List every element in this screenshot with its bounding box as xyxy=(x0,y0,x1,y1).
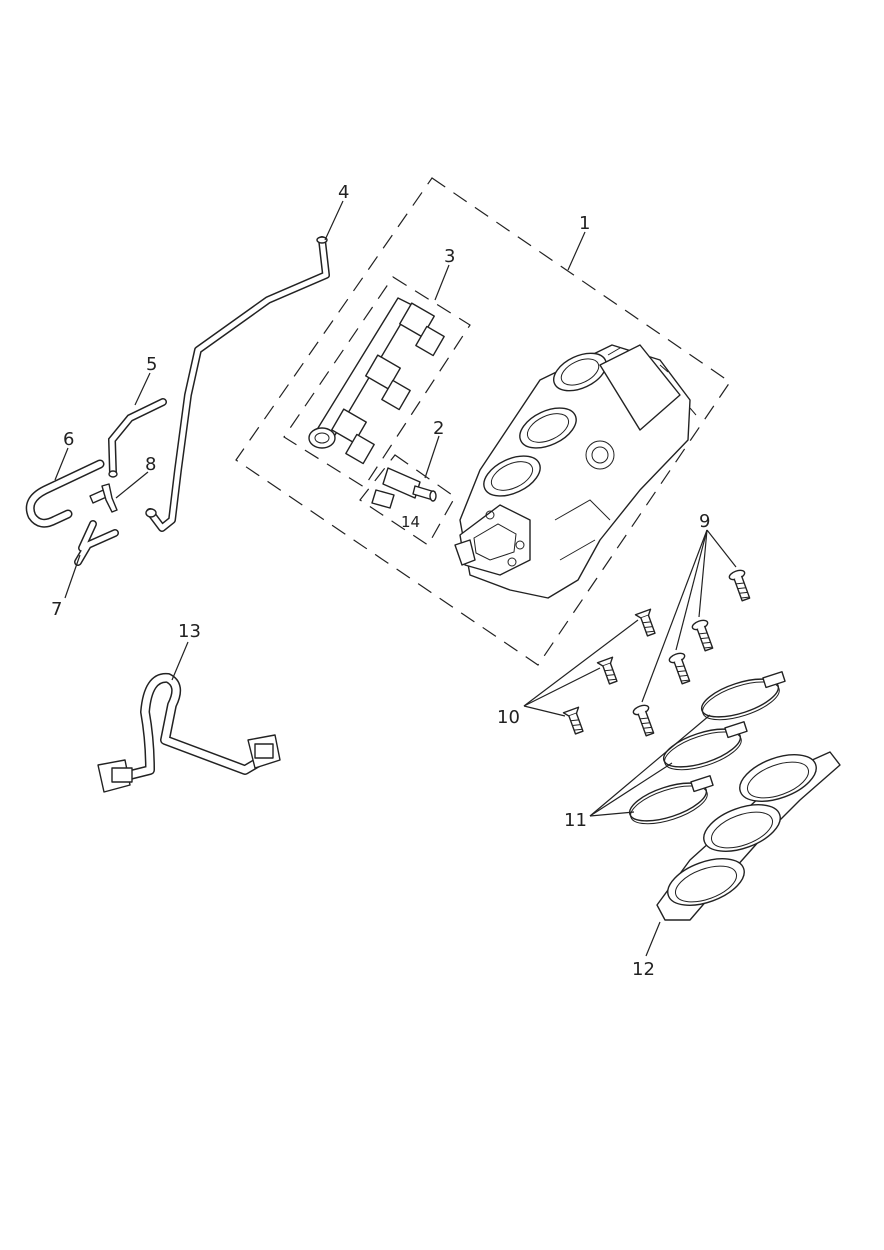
leader-lines xyxy=(54,200,737,957)
intake-adaptor-part-12 xyxy=(656,751,841,921)
callout-7: 7 xyxy=(51,599,62,620)
callout-4: 4 xyxy=(338,182,349,203)
throttle-body-part-1 xyxy=(454,344,697,599)
callout-1: 1 xyxy=(579,213,590,234)
screws-part-9 xyxy=(632,569,751,737)
connector-part-8 xyxy=(89,483,118,513)
callout-5: 5 xyxy=(146,354,157,375)
assembly-1-dashed-outline xyxy=(235,177,731,666)
clamps-part-11 xyxy=(628,671,786,825)
callout-2: 2 xyxy=(433,418,444,439)
callout-6: 6 xyxy=(63,429,74,450)
callout-12: 12 xyxy=(632,959,655,980)
screws-part-10 xyxy=(562,608,656,735)
callout-labels: 1 2 3 4 5 6 7 8 9 10 11 12 13 14 xyxy=(51,182,710,980)
callout-11: 11 xyxy=(564,810,587,831)
callout-13: 13 xyxy=(178,621,201,642)
callout-14: 14 xyxy=(401,513,420,531)
callout-9: 9 xyxy=(699,511,710,532)
hose-part-5 xyxy=(107,398,167,478)
hose-part-7 xyxy=(74,520,119,566)
assembly-3-dashed-outline xyxy=(283,276,471,488)
fuel-rail-part-3 xyxy=(308,297,445,465)
callout-10: 10 xyxy=(497,707,520,728)
callout-3: 3 xyxy=(444,246,455,267)
callout-8: 8 xyxy=(145,454,156,475)
hose-part-4 xyxy=(145,236,330,532)
hose-part-6 xyxy=(25,459,105,528)
sensor-part-2 xyxy=(371,467,437,509)
harness-part-13 xyxy=(97,672,281,793)
